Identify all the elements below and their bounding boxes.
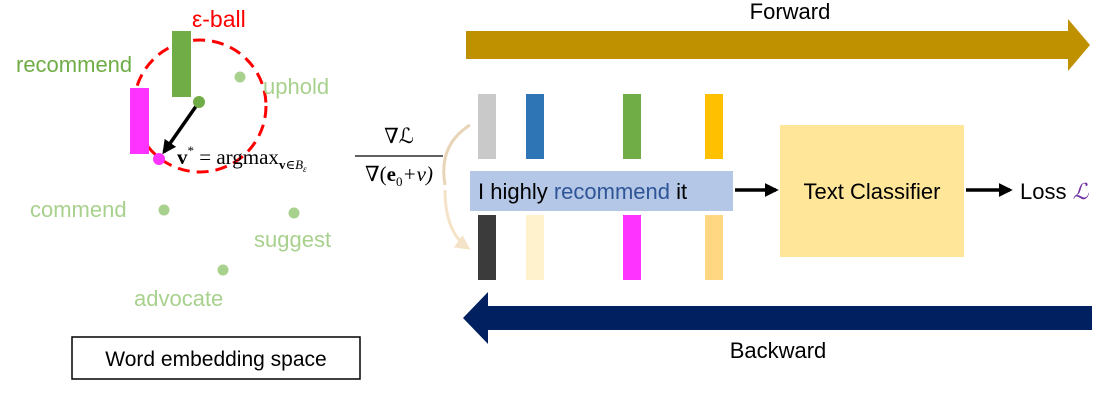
formula-v: v bbox=[177, 145, 188, 169]
point-uphold bbox=[234, 71, 246, 83]
adversarial-formula: v* = argmaxv∈Bε ∇ℒ ∇(e0+v) bbox=[177, 124, 443, 189]
perturbed-bar-recommend bbox=[623, 215, 641, 280]
point-commend bbox=[158, 204, 170, 216]
formula-star: * bbox=[188, 143, 195, 158]
formula-argmax: = argmax bbox=[194, 145, 279, 169]
point-perturbed bbox=[153, 153, 165, 165]
embedding-space-label: Word embedding space bbox=[105, 348, 326, 371]
embedding-bar-highly bbox=[526, 94, 544, 159]
svg-text:v* = argmaxv∈Bε: v* = argmaxv∈Bε bbox=[177, 143, 307, 174]
forward-arrow bbox=[466, 19, 1090, 71]
embedding-bar-i bbox=[478, 94, 496, 159]
perturbed-embedding-bar bbox=[130, 88, 149, 154]
word-uphold: uphold bbox=[263, 74, 329, 99]
input-sentence-box bbox=[470, 171, 733, 211]
recommend-embedding-bar bbox=[172, 31, 191, 97]
sentence-suffix: it bbox=[670, 179, 687, 204]
sentence-highlight-word: recommend bbox=[554, 179, 670, 204]
loss-text: Loss bbox=[1020, 179, 1073, 204]
epsilon-ball bbox=[132, 38, 268, 174]
perturbed-bar-it bbox=[705, 215, 723, 280]
word-recommend: recommend bbox=[16, 52, 132, 77]
embedding-bar-it bbox=[705, 94, 723, 159]
word-suggest: suggest bbox=[254, 227, 331, 252]
backward-label: Backward bbox=[730, 338, 827, 363]
embedding-bar-recommend bbox=[623, 94, 641, 159]
formula-numerator: ∇ℒ bbox=[384, 124, 414, 148]
epsilon-ball-label: ε-ball bbox=[192, 6, 246, 32]
perturbation-arrow bbox=[162, 100, 201, 155]
point-suggest bbox=[288, 207, 300, 219]
point-advocate bbox=[217, 264, 229, 276]
forward-label: Forward bbox=[750, 0, 831, 24]
formula-sub-in: ∈ bbox=[285, 157, 295, 172]
perturbed-bar-i bbox=[478, 215, 496, 280]
update-curve-bottom bbox=[443, 189, 471, 250]
loss-label: Loss ℒ bbox=[1020, 179, 1090, 204]
backward-arrow bbox=[463, 292, 1092, 344]
word-advocate: advocate bbox=[134, 286, 223, 311]
formula-denominator-rest: +v) bbox=[402, 162, 433, 186]
text-classifier-box bbox=[780, 125, 964, 257]
formula-denominator-zero: 0 bbox=[396, 174, 403, 189]
embedding-space-box bbox=[71, 336, 361, 380]
formula-denominator-e: e bbox=[387, 162, 396, 186]
formula-denominator-nabla: ∇( bbox=[365, 162, 387, 186]
formula-sub-eps: ε bbox=[303, 164, 307, 174]
text-classifier-label: Text Classifier bbox=[804, 179, 941, 204]
point-recommend bbox=[193, 96, 205, 108]
sentence-prefix: I highly bbox=[478, 179, 554, 204]
perturbed-bar-highly bbox=[526, 215, 544, 280]
formula-sub-v: v bbox=[279, 157, 286, 172]
formula-sub-b: B bbox=[295, 157, 303, 172]
loss-symbol: ℒ bbox=[1073, 179, 1090, 204]
input-sentence: I highly recommend it bbox=[478, 179, 687, 204]
svg-text:∇(e0+v): ∇(e0+v) bbox=[365, 162, 433, 189]
word-commend: commend bbox=[30, 197, 127, 222]
update-curve-top bbox=[442, 123, 471, 186]
